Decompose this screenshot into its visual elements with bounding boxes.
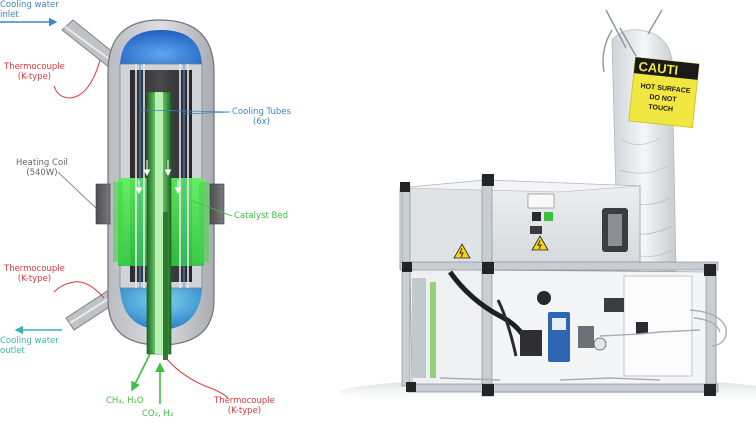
reactor-schematic — [0, 17, 233, 404]
label-cooling-water-outlet: Cooling water outlet — [0, 336, 59, 356]
label-feed: CO₂, H₂ — [142, 409, 173, 419]
caution-title: CAUTI — [638, 59, 679, 78]
flow-gauge — [593, 337, 607, 351]
cooling-tubes-blue — [139, 64, 185, 290]
cooling-tubes — [135, 64, 189, 288]
valve-block — [520, 330, 542, 356]
leader-cooling-tubes-b — [183, 111, 231, 115]
leader-catalyst-bed — [189, 199, 233, 217]
label-catalyst-bed-text: Catalyst Bed — [234, 211, 288, 221]
label-thermocouple-bottom: Thermocouple (K-type) — [214, 396, 275, 416]
label-cooling-tubes-line1: Cooling Tubes — [232, 107, 291, 117]
caution-sign: CAUTI HOT SURFACE DO NOT TOUCH — [628, 56, 700, 129]
panel-label-plate — [527, 193, 555, 209]
lower-internals — [430, 270, 727, 381]
tubing — [439, 309, 727, 381]
thermocouple-wire-bottom — [165, 357, 229, 399]
label-thermocouple-mid: Thermocouple (K-type) — [4, 264, 65, 284]
label-catalyst-bed: Catalyst Bed — [234, 211, 288, 221]
leader-heating-coil — [57, 171, 99, 211]
power-switch — [532, 212, 541, 221]
label-cooling-water-outlet-line1: Cooling water — [0, 336, 59, 346]
label-thermocouple-top-line1: Thermocouple — [4, 62, 65, 72]
power-inlet — [530, 226, 542, 234]
reactor-photo: CAUTI HOT SURFACE DO NOT TOUCH — [340, 9, 756, 406]
green-switch — [544, 212, 553, 221]
central-tube-inner — [155, 92, 163, 354]
upper-cabinet — [399, 179, 641, 271]
thermocouple-sheath — [163, 212, 168, 360]
thermocouple-wire-top — [53, 59, 101, 99]
catalyst-bed-right — [199, 182, 209, 262]
front-panel — [527, 193, 628, 252]
label-heating-coil-line2: (540W) — [26, 168, 58, 178]
thermocouple-wire-mid — [53, 281, 105, 299]
label-thermocouple-top-line2: (K-type) — [17, 72, 52, 82]
label-cooling-water-inlet: Cooling water inlet — [0, 0, 59, 20]
leader-cooling-tubes-a — [139, 109, 231, 113]
heating-coil-right — [209, 183, 225, 225]
high-voltage-warning-icon — [453, 235, 549, 259]
black-cable — [496, 299, 518, 357]
label-cooling-water-outlet-line2: outlet — [0, 346, 25, 356]
corner-caps — [400, 174, 716, 396]
label-cooling-water-inlet-line2: inlet — [0, 10, 19, 20]
label-thermocouple-mid-line1: Thermocouple — [4, 264, 65, 274]
top-fittings — [602, 9, 663, 73]
label-products: CH₄, H₂O — [106, 396, 144, 406]
label-cooling-tubes-line2: (6x) — [252, 117, 270, 127]
heating-coil-left — [95, 183, 111, 225]
valve-knob — [636, 322, 648, 334]
label-products-text: CH₄, H₂O — [106, 396, 144, 406]
top-coolant-dome — [120, 30, 202, 64]
label-heating-coil: Heating Coil (540W) — [16, 158, 68, 178]
caution-line-3: TOUCH — [648, 104, 673, 114]
label-thermocouple-top: Thermocouple (K-type) — [4, 62, 65, 82]
label-thermocouple-mid-line2: (K-type) — [17, 274, 52, 284]
gauge — [578, 326, 594, 348]
label-cooling-tubes: Cooling Tubes (6x) — [232, 107, 291, 127]
label-feed-text: CO₂, H₂ — [142, 409, 174, 419]
catalyst-bed-left — [113, 182, 123, 262]
label-thermocouple-bottom-line2: (K-type) — [227, 406, 262, 416]
label-thermocouple-bottom-line1: Thermocouple — [214, 396, 275, 406]
green-cable-tray — [430, 282, 436, 378]
caution-line-2: DO NOT — [649, 94, 678, 104]
label-heating-coil-line1: Heating Coil — [16, 158, 68, 168]
internal-flow-arrows — [135, 160, 182, 195]
label-cooling-water-inlet-line1: Cooling water — [0, 0, 59, 10]
product-arrow — [131, 353, 151, 392]
